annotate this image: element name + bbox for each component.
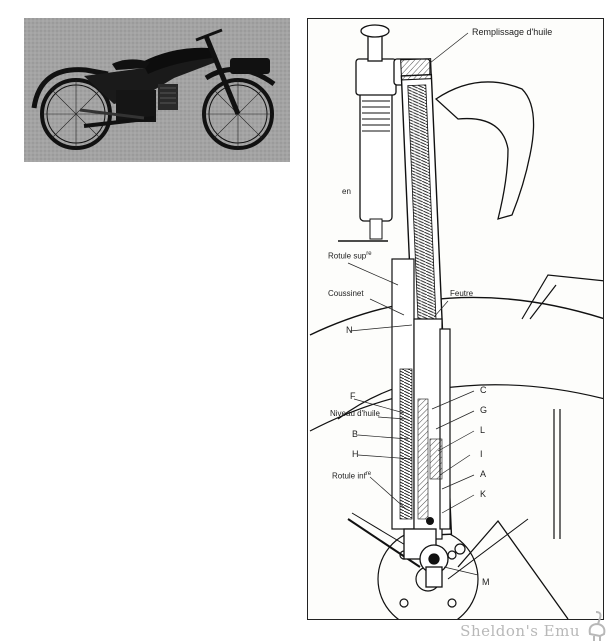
emu-logo-icon	[588, 611, 606, 641]
fork-cross-section: Remplissage d'huile en Rotule supre Cous…	[307, 18, 604, 620]
label-n: N	[346, 325, 353, 335]
label-i: I	[480, 449, 483, 459]
label-g: G	[480, 405, 488, 415]
label-coussinet: Coussinet	[328, 289, 364, 298]
label-c: C	[480, 385, 487, 395]
label-en: en	[342, 187, 351, 196]
label-niveau: Niveau d'huile	[330, 409, 381, 418]
label-remplissage: Remplissage d'huile	[472, 27, 553, 37]
label-f: F	[350, 391, 356, 401]
label-l: L	[480, 425, 486, 435]
label-feutre: Feutre	[450, 289, 474, 298]
label-a: A	[480, 469, 487, 479]
label-m: M	[482, 577, 490, 587]
label-rotule-inf: Rotule infre	[332, 471, 372, 481]
motorcycle-photo	[24, 18, 290, 162]
label-k: K	[480, 489, 487, 499]
watermark: Sheldon's Emu	[460, 622, 580, 640]
label-h: H	[352, 449, 359, 459]
label-b: B	[352, 429, 359, 439]
label-rotule-sup: Rotule supre	[328, 251, 372, 261]
